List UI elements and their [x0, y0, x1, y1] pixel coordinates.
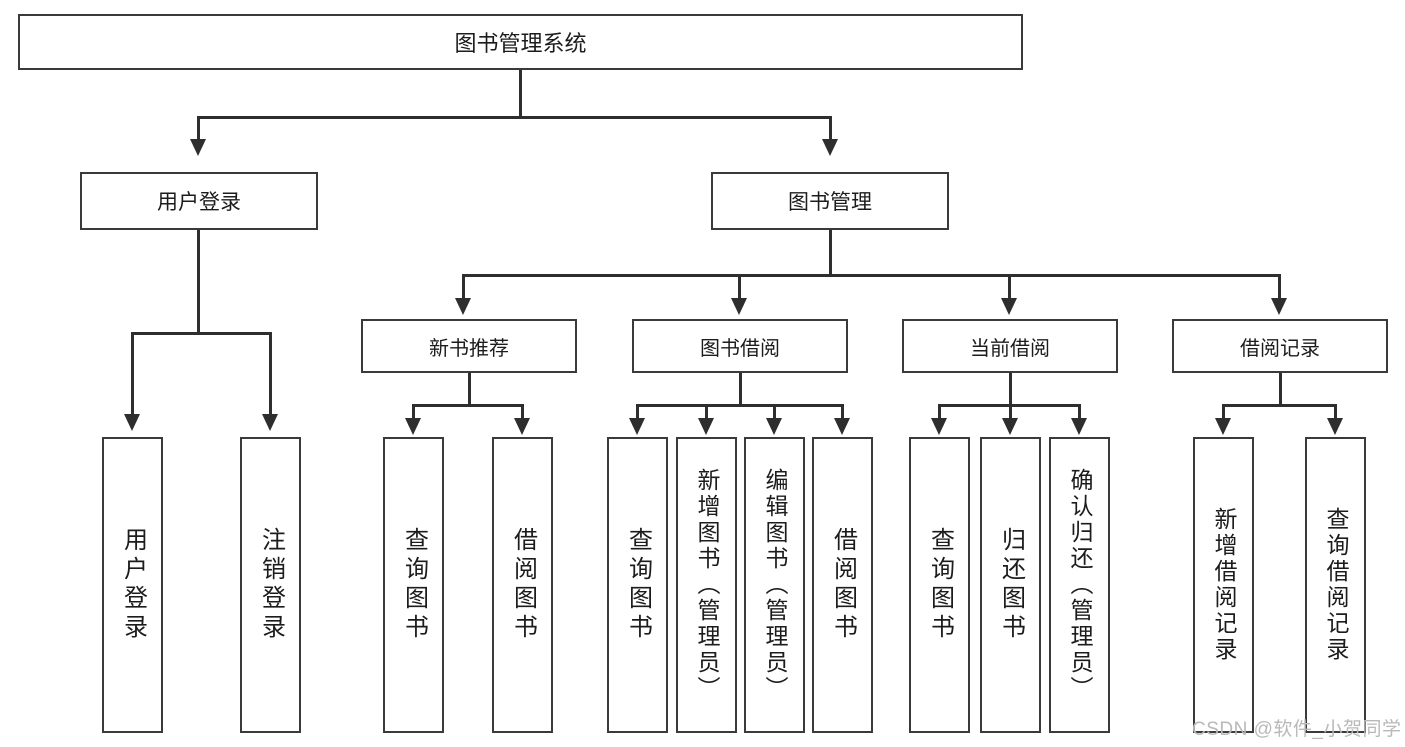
arrow-current-borrow-to-leaf-3	[1071, 418, 1087, 435]
node-leaf-user-logout[interactable]: 注销登录	[240, 437, 301, 733]
node-leaf-borrow-book-2[interactable]: 借阅图书	[812, 437, 873, 733]
node-label: 注销登录	[257, 527, 285, 643]
arrow-bm-to-borrow-record	[1271, 298, 1287, 315]
arrow-book-borrow-to-leaf-4	[834, 418, 850, 435]
edge-user-login-to-leaf-2	[269, 332, 272, 417]
arrow-current-borrow-to-leaf-2	[1002, 418, 1018, 435]
arrow-bm-to-new-book	[455, 298, 471, 315]
node-book-borrow[interactable]: 图书借阅	[632, 319, 848, 373]
node-label: 新书推荐	[429, 337, 509, 360]
edge-root-to-book-management	[829, 116, 832, 142]
edge-user-login-stem	[197, 230, 200, 333]
node-label: 新增图书（管理员）	[694, 468, 720, 702]
edge-new-book-to-leaf-1	[412, 404, 415, 420]
node-leaf-add-book[interactable]: 新增图书（管理员）	[676, 437, 737, 733]
node-user-login[interactable]: 用户登录	[80, 172, 318, 230]
edge-book-borrow-to-leaf-3	[773, 404, 776, 420]
node-leaf-query-book-2[interactable]: 查询图书	[607, 437, 668, 733]
edge-current-borrow-to-leaf-2	[1009, 404, 1012, 420]
node-label: 图书借阅	[700, 337, 780, 360]
edge-bm-to-borrow-record	[1278, 274, 1281, 301]
node-leaf-add-record[interactable]: 新增借阅记录	[1193, 437, 1254, 733]
edge-root-to-user-login	[197, 116, 200, 142]
node-leaf-query-book-1[interactable]: 查询图书	[383, 437, 444, 733]
edge-book-management-bar	[463, 274, 1280, 277]
node-label: 用户登录	[157, 191, 241, 214]
edge-new-book-bar	[413, 404, 524, 407]
node-label: 确认归还（管理员）	[1067, 468, 1093, 702]
edge-borrow-record-bar	[1223, 404, 1337, 407]
arrow-borrow-record-to-leaf-1	[1215, 418, 1231, 435]
edge-user-login-bar	[132, 332, 272, 335]
node-label: 归还图书	[997, 527, 1025, 643]
node-label: 借阅记录	[1240, 337, 1320, 360]
node-label: 编辑图书（管理员）	[762, 468, 788, 702]
edge-current-borrow-stem	[1009, 373, 1012, 405]
arrow-root-to-user-login	[190, 139, 206, 156]
edge-new-book-stem	[468, 373, 471, 405]
node-leaf-edit-book[interactable]: 编辑图书（管理员）	[744, 437, 805, 733]
edge-root-bar	[198, 116, 832, 119]
node-leaf-query-record[interactable]: 查询借阅记录	[1305, 437, 1366, 733]
edge-book-borrow-stem	[739, 373, 742, 405]
node-label: 用户登录	[119, 527, 147, 643]
edge-book-borrow-to-leaf-4	[841, 404, 844, 420]
edge-borrow-record-stem	[1279, 373, 1282, 405]
arrow-user-login-to-leaf-2	[262, 414, 278, 431]
edge-current-borrow-to-leaf-1	[938, 404, 941, 420]
arrow-current-borrow-to-leaf-1	[931, 418, 947, 435]
node-borrow-record[interactable]: 借阅记录	[1172, 319, 1388, 373]
edge-bm-to-current-borrow	[1008, 274, 1011, 301]
arrow-book-borrow-to-leaf-2	[698, 418, 714, 435]
node-leaf-borrow-book-1[interactable]: 借阅图书	[492, 437, 553, 733]
arrow-user-login-to-leaf-1	[124, 414, 140, 431]
node-label: 查询图书	[926, 527, 954, 643]
edge-borrow-record-to-leaf-1	[1222, 404, 1225, 420]
edge-book-borrow-to-leaf-2	[705, 404, 708, 420]
edge-bm-to-book-borrow	[738, 274, 741, 301]
arrow-new-book-to-leaf-2	[514, 418, 530, 435]
node-new-book-recommend[interactable]: 新书推荐	[361, 319, 577, 373]
edge-user-login-to-leaf-1	[131, 332, 134, 417]
node-leaf-user-login[interactable]: 用户登录	[102, 437, 163, 733]
edge-borrow-record-to-leaf-2	[1334, 404, 1337, 420]
node-label: 查询图书	[624, 527, 652, 643]
node-book-management-system[interactable]: 图书管理系统	[18, 14, 1023, 70]
node-leaf-query-book-3[interactable]: 查询图书	[909, 437, 970, 733]
node-label: 借阅图书	[829, 527, 857, 643]
edge-new-book-to-leaf-2	[521, 404, 524, 420]
node-label: 当前借阅	[970, 337, 1050, 360]
edge-current-borrow-to-leaf-3	[1078, 404, 1081, 420]
node-label: 图书管理	[788, 191, 872, 214]
edge-book-management-stem	[829, 230, 832, 275]
arrow-bm-to-current-borrow	[1001, 298, 1017, 315]
node-book-management[interactable]: 图书管理	[711, 172, 949, 230]
edge-bm-to-new-book	[462, 274, 465, 301]
arrow-new-book-to-leaf-1	[405, 418, 421, 435]
arrow-borrow-record-to-leaf-2	[1327, 418, 1343, 435]
node-label: 查询借阅记录	[1323, 507, 1349, 663]
watermark-csdn: CSDN @软件_小贺同学	[1192, 719, 1402, 740]
node-label: 查询图书	[400, 527, 428, 643]
node-leaf-return-book[interactable]: 归还图书	[980, 437, 1041, 733]
node-current-borrow[interactable]: 当前借阅	[902, 319, 1118, 373]
node-leaf-confirm-return[interactable]: 确认归还（管理员）	[1049, 437, 1110, 733]
arrow-book-borrow-to-leaf-1	[629, 418, 645, 435]
node-label: 新增借阅记录	[1211, 507, 1237, 663]
node-label: 图书管理系统	[454, 31, 587, 56]
edge-book-borrow-bar	[637, 404, 844, 407]
edge-root-stem	[519, 70, 522, 117]
node-label: 借阅图书	[509, 527, 537, 643]
arrow-book-borrow-to-leaf-3	[766, 418, 782, 435]
arrow-root-to-book-management	[822, 139, 838, 156]
arrow-bm-to-book-borrow	[731, 298, 747, 315]
edge-book-borrow-to-leaf-1	[636, 404, 639, 420]
